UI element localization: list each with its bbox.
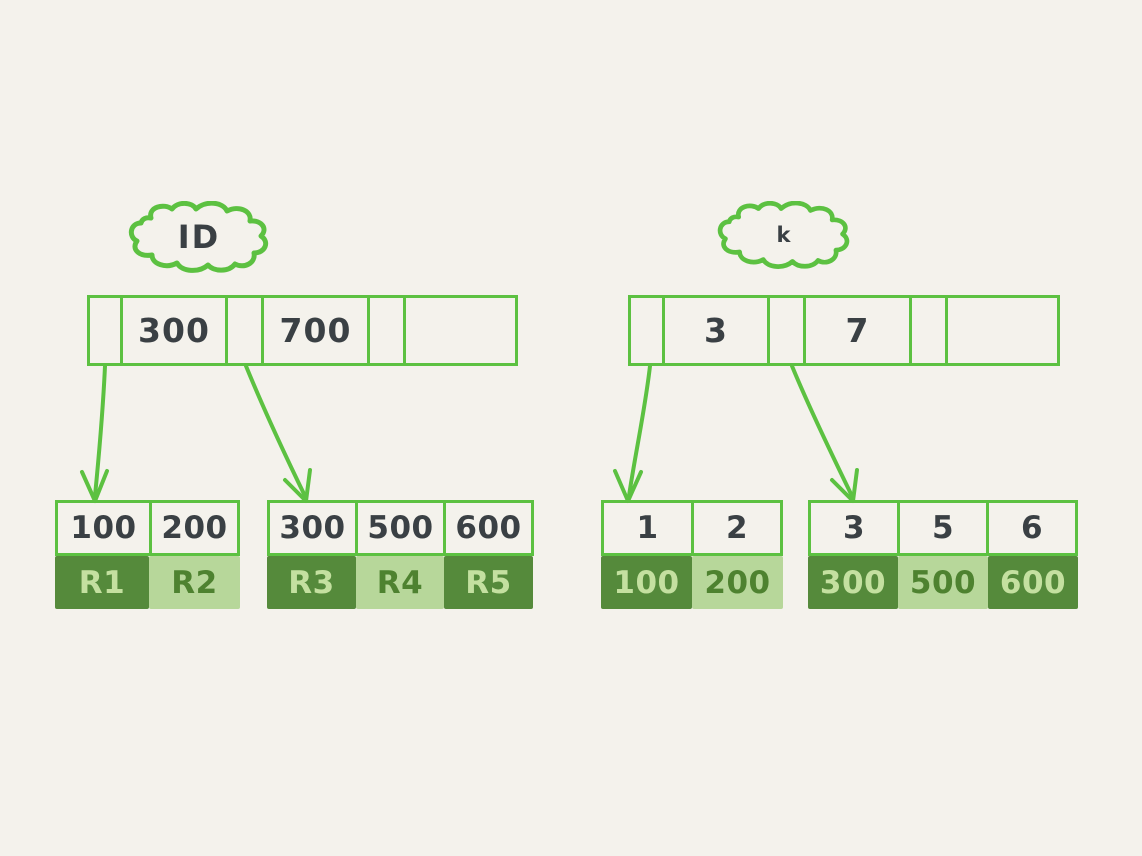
k-root-pointer-1[interactable] (767, 295, 806, 366)
k-leaf-node-2[interactable]: 3 5 6 300 500 600 (808, 500, 1078, 609)
id-leaf-2-value-R4[interactable]: R4 (356, 556, 444, 609)
k-leaf-2-key-1[interactable]: 5 (897, 500, 989, 556)
k-leaf-node-1[interactable]: 1 2 100 200 (601, 500, 783, 609)
k-leaf-1-key-1[interactable]: 2 (691, 500, 783, 556)
id-leaf-2-key-2[interactable]: 600 (443, 500, 534, 556)
cloud-icon (717, 201, 850, 269)
id-leaf-1-key-0[interactable]: 100 (55, 500, 152, 556)
id-leaf-1-values: R1 R2 (55, 556, 240, 609)
k-leaf-1-keys: 1 2 (601, 500, 783, 556)
id-root-pointer-2[interactable] (367, 295, 406, 366)
id-root-node[interactable]: 300 700 (87, 295, 518, 366)
id-leaf-2-value-R5[interactable]: R5 (444, 556, 533, 609)
id-leaf-node-2[interactable]: 300 500 600 R3 R4 R5 (267, 500, 534, 609)
id-leaf-1-value-R1[interactable]: R1 (55, 556, 149, 609)
k-leaf-2-values: 300 500 600 (808, 556, 1078, 609)
k-leaf-2-keys: 3 5 6 (808, 500, 1078, 556)
id-leaf-node-1[interactable]: 100 200 R1 R2 (55, 500, 240, 609)
k-root-key-3[interactable]: 3 (662, 295, 770, 366)
id-leaf-2-values: R3 R4 R5 (267, 556, 534, 609)
k-leaf-1-value-100[interactable]: 100 (601, 556, 692, 609)
k-leaf-2-value-500[interactable]: 500 (898, 556, 988, 609)
id-leaf-2-value-R3[interactable]: R3 (267, 556, 356, 609)
arrow-id-root-to-leaf-2 (244, 364, 312, 503)
k-root-node[interactable]: 3 7 (628, 295, 1060, 366)
k-leaf-2-value-300[interactable]: 300 (808, 556, 898, 609)
k-leaf-2-key-2[interactable]: 6 (986, 500, 1078, 556)
id-leaf-1-keys: 100 200 (55, 500, 240, 556)
id-root-key-300[interactable]: 300 (120, 295, 228, 366)
id-leaf-2-keys: 300 500 600 (267, 500, 534, 556)
k-leaf-1-key-0[interactable]: 1 (601, 500, 694, 556)
id-root-empty-slot[interactable] (403, 295, 518, 366)
arrow-id-root-to-leaf-1 (80, 364, 109, 503)
k-root-empty-slot[interactable] (945, 295, 1060, 366)
arrow-k-root-to-leaf-2 (790, 364, 859, 503)
id-leaf-1-key-1[interactable]: 200 (149, 500, 240, 556)
id-leaf-2-key-1[interactable]: 500 (355, 500, 446, 556)
k-root-pointer-0[interactable] (628, 295, 665, 366)
id-root-pointer-0[interactable] (87, 295, 123, 366)
id-leaf-1-value-R2[interactable]: R2 (149, 556, 240, 609)
id-root-key-700[interactable]: 700 (261, 295, 370, 366)
arrow-k-root-to-leaf-1 (613, 364, 652, 503)
id-leaf-2-key-0[interactable]: 300 (267, 500, 358, 556)
id-root-pointer-1[interactable] (225, 295, 264, 366)
k-root-key-7[interactable]: 7 (803, 295, 912, 366)
cloud-label-k: k (711, 201, 857, 269)
cloud-icon (128, 201, 269, 273)
k-root-pointer-2[interactable] (909, 295, 948, 366)
cloud-label-id: ID (126, 201, 272, 273)
k-leaf-1-value-200[interactable]: 200 (692, 556, 783, 609)
k-leaf-2-value-600[interactable]: 600 (988, 556, 1078, 609)
k-leaf-1-values: 100 200 (601, 556, 783, 609)
k-leaf-2-key-0[interactable]: 3 (808, 500, 900, 556)
